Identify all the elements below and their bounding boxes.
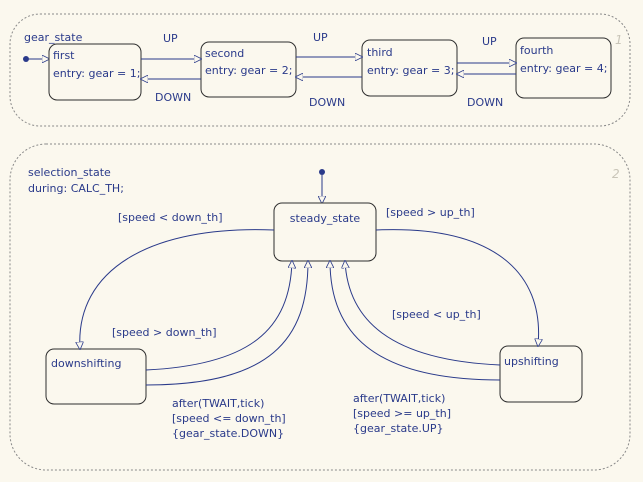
state-first-name: first bbox=[53, 49, 75, 62]
selection-state-during: during: CALC_TH; bbox=[28, 182, 124, 195]
selection-state-box[interactable] bbox=[9, 143, 631, 471]
state-second-name: second bbox=[205, 47, 244, 60]
gear-state-label: gear_state bbox=[24, 31, 83, 44]
state-upshifting-name: upshifting bbox=[504, 355, 559, 368]
transition-down-back-2 bbox=[145, 261, 308, 386]
state-second-entry: entry: gear = 2; bbox=[205, 64, 292, 77]
after-down-line-3: {gear_state.DOWN} bbox=[172, 427, 284, 440]
after-down-line-2: [speed <= down_th] bbox=[172, 412, 286, 425]
state-third-name: third bbox=[367, 46, 393, 59]
state-downshifting[interactable]: downshifting bbox=[45, 348, 147, 405]
after-down-line-1: after(TWAIT,tick) bbox=[172, 397, 264, 410]
transition-up-1-label: UP bbox=[163, 32, 178, 45]
state-downshifting-name: downshifting bbox=[51, 357, 121, 370]
transition-down-back-1 bbox=[145, 261, 292, 371]
default-transition-dot-2 bbox=[319, 169, 325, 175]
state-upshifting[interactable]: upshifting bbox=[499, 345, 583, 403]
transition-steady-to-up bbox=[375, 229, 539, 346]
transition-down-1-label: DOWN bbox=[155, 91, 191, 104]
after-up-line-1: after(TWAIT,tick) bbox=[353, 392, 445, 405]
transition-up-back-label: [speed < up_th] bbox=[392, 308, 481, 321]
transition-down-back-label: [speed > down_th] bbox=[112, 326, 217, 339]
transition-steady-to-down-label: [speed < down_th] bbox=[118, 211, 223, 224]
transition-up-2-label: UP bbox=[313, 31, 328, 44]
selection-state-label: selection_state bbox=[28, 166, 111, 179]
transition-steady-to-down bbox=[80, 229, 275, 349]
state-second[interactable]: second entry: gear = 2; bbox=[200, 41, 297, 98]
transition-down-2-label: DOWN bbox=[309, 96, 345, 109]
state-third[interactable]: third entry: gear = 3; bbox=[361, 39, 458, 97]
gear-state-box[interactable] bbox=[9, 13, 631, 127]
state-fourth[interactable]: fourth entry: gear = 4; bbox=[515, 37, 612, 99]
state-first-entry: entry: gear = 1; bbox=[53, 67, 140, 80]
transition-steady-to-up-label: [speed > up_th] bbox=[386, 206, 475, 219]
transition-up-back-1 bbox=[345, 261, 501, 366]
state-fourth-entry: entry: gear = 4; bbox=[520, 62, 607, 75]
state-first[interactable]: first entry: gear = 1; bbox=[48, 43, 142, 101]
transition-down-3-label: DOWN bbox=[467, 96, 503, 109]
state-steady-name: steady_state bbox=[290, 212, 361, 225]
after-up-line-2: [speed >= up_th] bbox=[353, 407, 451, 420]
gear-state-index: 1 bbox=[615, 33, 623, 47]
state-third-entry: entry: gear = 3; bbox=[367, 64, 454, 77]
selection-state-index: 2 bbox=[612, 167, 620, 181]
default-transition-dot bbox=[23, 56, 29, 62]
after-up-line-3: {gear_state.UP} bbox=[353, 422, 444, 435]
state-fourth-name: fourth bbox=[520, 44, 553, 57]
state-steady[interactable]: steady_state bbox=[273, 202, 377, 262]
transition-up-back-2 bbox=[330, 261, 501, 381]
transition-up-3-label: UP bbox=[482, 35, 497, 48]
